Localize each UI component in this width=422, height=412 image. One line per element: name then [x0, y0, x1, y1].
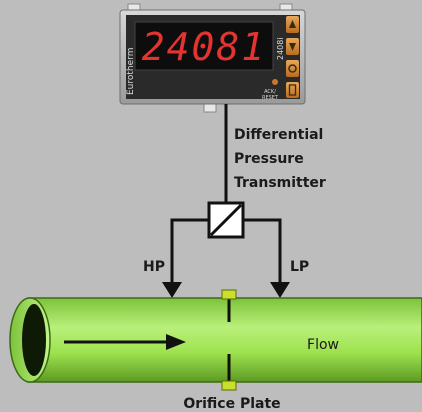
- display-value: 24081: [142, 25, 266, 69]
- reset-led-icon: [272, 79, 278, 85]
- pipe: [9, 297, 422, 383]
- lp-arrow-icon: [270, 282, 290, 298]
- transmitter-label-line1: Differential: [234, 127, 323, 143]
- orifice-plate-label: Orifice Plate: [183, 396, 280, 412]
- cycle-icon: [288, 64, 297, 73]
- model-label: 2408i: [276, 37, 285, 60]
- lp-label: LP: [290, 259, 309, 275]
- temperature-controller: 24081 Eurotherm 2408i ACK/ RESET: [119, 9, 306, 105]
- down-arrow-icon: [289, 43, 296, 51]
- pipe-bore: [22, 304, 46, 376]
- up-arrow-icon: [289, 20, 296, 28]
- flow-arrow-icon: [166, 334, 186, 350]
- cycle-button[interactable]: [286, 60, 299, 77]
- transmitter-diagonal: [209, 203, 243, 237]
- flow-label: Flow: [307, 337, 339, 353]
- led-display: [134, 21, 274, 71]
- hp-arrow-icon: [162, 282, 182, 298]
- reset-label-1: ACK/: [264, 89, 276, 95]
- transmitter-label-line3: Transmitter: [234, 175, 326, 191]
- orifice-tab-bottom: [221, 380, 237, 391]
- page-icon: [288, 84, 297, 96]
- hp-impulse-line: [170, 218, 208, 286]
- brand-label: Eurotherm: [126, 48, 136, 95]
- lp-impulse-line: [244, 218, 282, 286]
- orifice-tab-top: [221, 289, 237, 300]
- reset-label-2: RESET: [262, 95, 279, 101]
- hp-label: HP: [143, 259, 165, 275]
- pipe-body: [27, 297, 422, 383]
- transmitter-label-line2: Pressure: [234, 151, 304, 167]
